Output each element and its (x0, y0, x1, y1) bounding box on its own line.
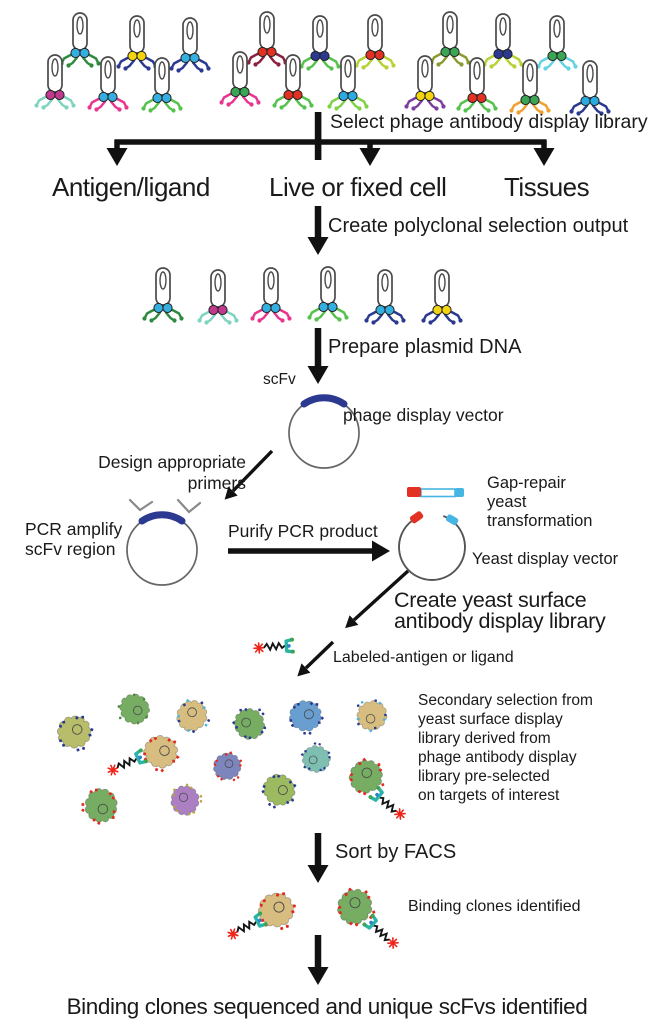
arrow-design-primers (224, 449, 274, 500)
phage-icon (246, 11, 288, 67)
yeast-cell-icon (337, 887, 376, 927)
yeast-cell-icon (288, 700, 324, 735)
label-pcr-amplify: PCR amplify scFv region (25, 519, 123, 559)
phage-display-vector-icon (288, 394, 360, 469)
arrow-labeled-antigen (297, 640, 335, 677)
yeast-cell-icon (232, 708, 267, 740)
label-binding-clones: Binding clones identified (408, 898, 581, 915)
yeast-cell-icon (170, 783, 203, 816)
phage-icon (197, 269, 239, 325)
yeast-cell-icon (117, 693, 151, 725)
phage-icon (219, 51, 261, 107)
yeast-cell-icon (213, 751, 242, 782)
label-phage-display-vector: phage display vector (343, 405, 504, 425)
yeast-display-vector-icon (398, 511, 466, 581)
phage-icon (456, 57, 498, 113)
label-design-primers: Design appropriate primers (98, 452, 246, 493)
antigen-label-icon (251, 635, 297, 659)
label-gap-repair: Gap-repair yeast transformation (487, 474, 593, 530)
label-sort-facs: Sort by FACS (335, 841, 457, 863)
phage-icon (169, 17, 211, 73)
yeast-cell-icon (176, 699, 211, 734)
phage-icon (34, 54, 76, 110)
label-create-yeast-library: Create yeast surface antibody display li… (394, 588, 606, 633)
yeast-cell-icon (300, 742, 331, 773)
scfv-insert-arc (138, 511, 186, 525)
phage-icon (327, 55, 369, 111)
phage-icon (141, 57, 183, 113)
phage-icon (569, 60, 611, 116)
phage-icon (354, 14, 396, 70)
gap-repair-fragment-icon (407, 487, 464, 498)
yeast-cell-icon (143, 735, 180, 773)
phage-icon (272, 54, 314, 110)
label-antigen-ligand: Antigen/ligand (52, 172, 210, 202)
phage-icon (116, 15, 158, 71)
select-step-bar (314, 112, 322, 160)
phage-icon (307, 266, 349, 322)
scfv-insert-arc (300, 394, 348, 408)
phage-icons-layer (34, 11, 611, 325)
label-purify-pcr: Purify PCR product (228, 521, 378, 541)
phage-icon (87, 56, 129, 112)
phage-icon (509, 59, 551, 115)
phage-icon (536, 15, 578, 71)
phage-icon (429, 11, 471, 67)
label-yeast-display-vector: Yeast display vector (472, 550, 619, 568)
phage-icon (250, 267, 292, 323)
label-create-polyclonal: Create polyclonal selection output (328, 215, 629, 237)
yeast-cell-icon (348, 757, 385, 796)
phage-icon (299, 15, 341, 71)
yeast-cell-icon (356, 699, 388, 733)
phage-icon (59, 12, 101, 68)
label-final-line: Binding clones sequenced and unique scFv… (66, 994, 588, 1019)
phage-icon (482, 13, 524, 69)
antigen-label-icon (359, 911, 404, 954)
label-prepare-plasmid: Prepare plasmid DNA (328, 336, 522, 358)
pcr-plasmid-icon (126, 498, 202, 586)
yeast-cells-layer (56, 693, 388, 931)
phage-icon (404, 55, 446, 111)
antigen-label-icon (103, 746, 151, 782)
label-scfv: scFv (263, 371, 296, 388)
label-select-library: Select phage antibody display library (330, 111, 648, 133)
label-secondary-selection: Secondary selection from yeast surface d… (418, 692, 593, 804)
phage-icon (364, 269, 406, 325)
yeast-cell-icon (56, 715, 94, 752)
label-live-fixed-cell: Live or fixed cell (269, 172, 447, 202)
label-tissues: Tissues (504, 172, 590, 202)
primer-icons (128, 498, 202, 514)
branch-connector (106, 139, 555, 166)
arrow-create-yeast-library (345, 569, 410, 629)
yeast-cell-icon (261, 773, 297, 809)
label-labeled-antigen: Labeled-antigen or ligand (333, 649, 514, 666)
phage-icon (421, 269, 463, 325)
phage-icon (142, 267, 184, 323)
yeast-cell-icon (257, 892, 296, 931)
yeast-cell-icon (81, 788, 118, 825)
